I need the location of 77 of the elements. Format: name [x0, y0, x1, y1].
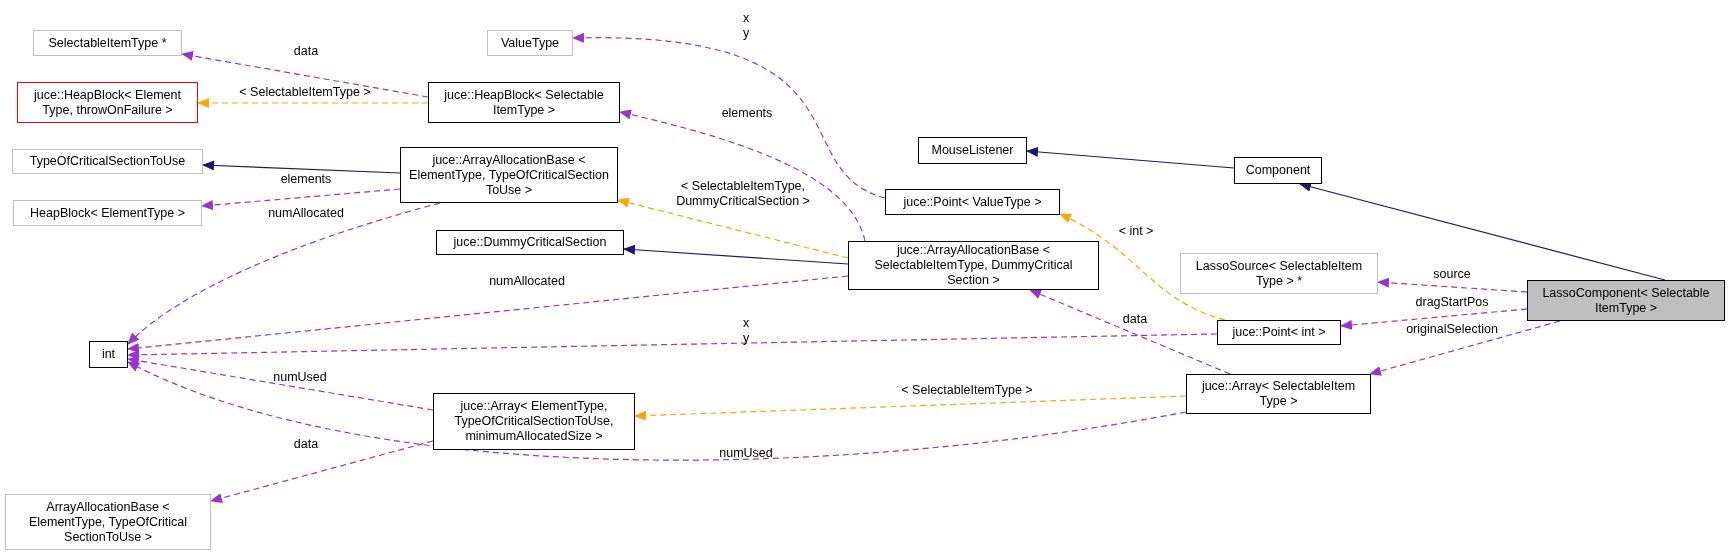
class-box — [1186, 374, 1371, 414]
arrow — [634, 395, 1187, 421]
class-name: juce::Array< ElementType, TypeOfCriticalSectionToUse, minimumAllocatedSize > — [453, 399, 615, 444]
class-name: HeapBlock< ElementType > — [30, 205, 185, 221]
class-box — [33, 30, 182, 56]
edge-label: < SelectableItemType > — [900, 383, 1034, 398]
class-name: juce::HeapBlock< Selectable ItemType > — [443, 87, 605, 118]
arrow — [1369, 320, 1561, 376]
edge-label: numUsed — [718, 446, 774, 461]
arrow — [623, 244, 849, 265]
class-name: LassoComponent< Selectable ItemType > — [1541, 285, 1711, 316]
class-name: MouseListener — [931, 143, 1014, 158]
class-name: juce::DummyCriticalSection — [453, 235, 607, 250]
edge-label: numAllocated — [488, 274, 566, 289]
edge-label: data — [1121, 312, 1149, 327]
class-box — [89, 341, 128, 368]
class-name: Component — [1245, 163, 1311, 178]
arrow — [1026, 146, 1235, 169]
arrow — [197, 98, 429, 108]
class-name: juce::ArrayAllocationBase < ElementType, TypeOfCriticalSection ToUse > — [408, 152, 610, 198]
class-box — [1217, 320, 1341, 345]
edge-label: x y — [741, 316, 751, 346]
arrow — [1377, 277, 1528, 293]
arrow — [127, 333, 1218, 360]
class-box — [1180, 253, 1378, 294]
arrow — [127, 202, 441, 345]
arrow — [127, 361, 1187, 461]
arrow — [617, 197, 849, 259]
edge-label: originalSelection — [1405, 322, 1499, 337]
arrow — [127, 355, 434, 411]
arrow — [181, 50, 429, 98]
arrow — [619, 109, 866, 242]
edge-label: elements — [720, 106, 774, 121]
class-box — [428, 82, 620, 123]
class-name: juce::ArrayAllocationBase < SelectableItemType, DummyCritical Section > — [873, 243, 1074, 288]
edge-label: dragStartPos — [1414, 295, 1490, 310]
class-box — [400, 147, 618, 203]
edge-label: < SelectableItemType, DummyCriticalSection > — [675, 179, 811, 209]
edge-label: < int > — [1117, 224, 1155, 239]
class-box — [13, 200, 202, 226]
class-box — [5, 494, 211, 550]
class-box — [1527, 280, 1725, 321]
edge-label: data — [292, 44, 320, 59]
edge-label: data — [292, 437, 320, 452]
arrow — [202, 160, 401, 174]
edge-label: elements — [279, 172, 333, 187]
class-name: juce::HeapBlock< Element Type, throwOnFailure > — [32, 87, 182, 118]
edge-label: numUsed — [272, 370, 328, 385]
class-name: int — [101, 347, 116, 362]
class-box — [487, 30, 573, 56]
class-name: TypeOfCriticalSectionToUse — [29, 154, 186, 169]
class-box — [885, 189, 1060, 215]
class-box — [12, 149, 203, 174]
class-box — [1234, 157, 1322, 184]
class-name: juce::Point< int > — [1232, 325, 1326, 340]
edge-label: numAllocated — [267, 206, 345, 221]
arrow — [210, 440, 434, 503]
arrow — [572, 33, 886, 199]
class-box — [17, 82, 198, 123]
edge-label: x y — [741, 11, 751, 41]
class-name: ArrayAllocationBase < ElementType, TypeOfCritical SectionToUse > — [27, 499, 189, 545]
arrow — [1059, 213, 1226, 321]
class-name: SelectableItemType * — [48, 35, 167, 51]
class-name: ValueType — [500, 35, 560, 51]
class-box — [436, 230, 624, 255]
edge-label: source — [1432, 267, 1472, 282]
arrow — [1029, 289, 1231, 375]
arrow — [127, 275, 849, 353]
class-name: juce::Array< SelectableItem Type > — [1200, 379, 1357, 409]
class-name: juce::Point< ValueType > — [903, 194, 1042, 210]
class-box — [848, 241, 1099, 290]
edge-label: < SelectableItemType > — [238, 85, 372, 100]
class-name: LassoSource< SelectableItem Type > * — [1194, 258, 1364, 289]
arrow — [1340, 308, 1528, 330]
class-box — [433, 393, 635, 450]
class-box — [918, 137, 1027, 164]
arrow — [201, 188, 401, 211]
